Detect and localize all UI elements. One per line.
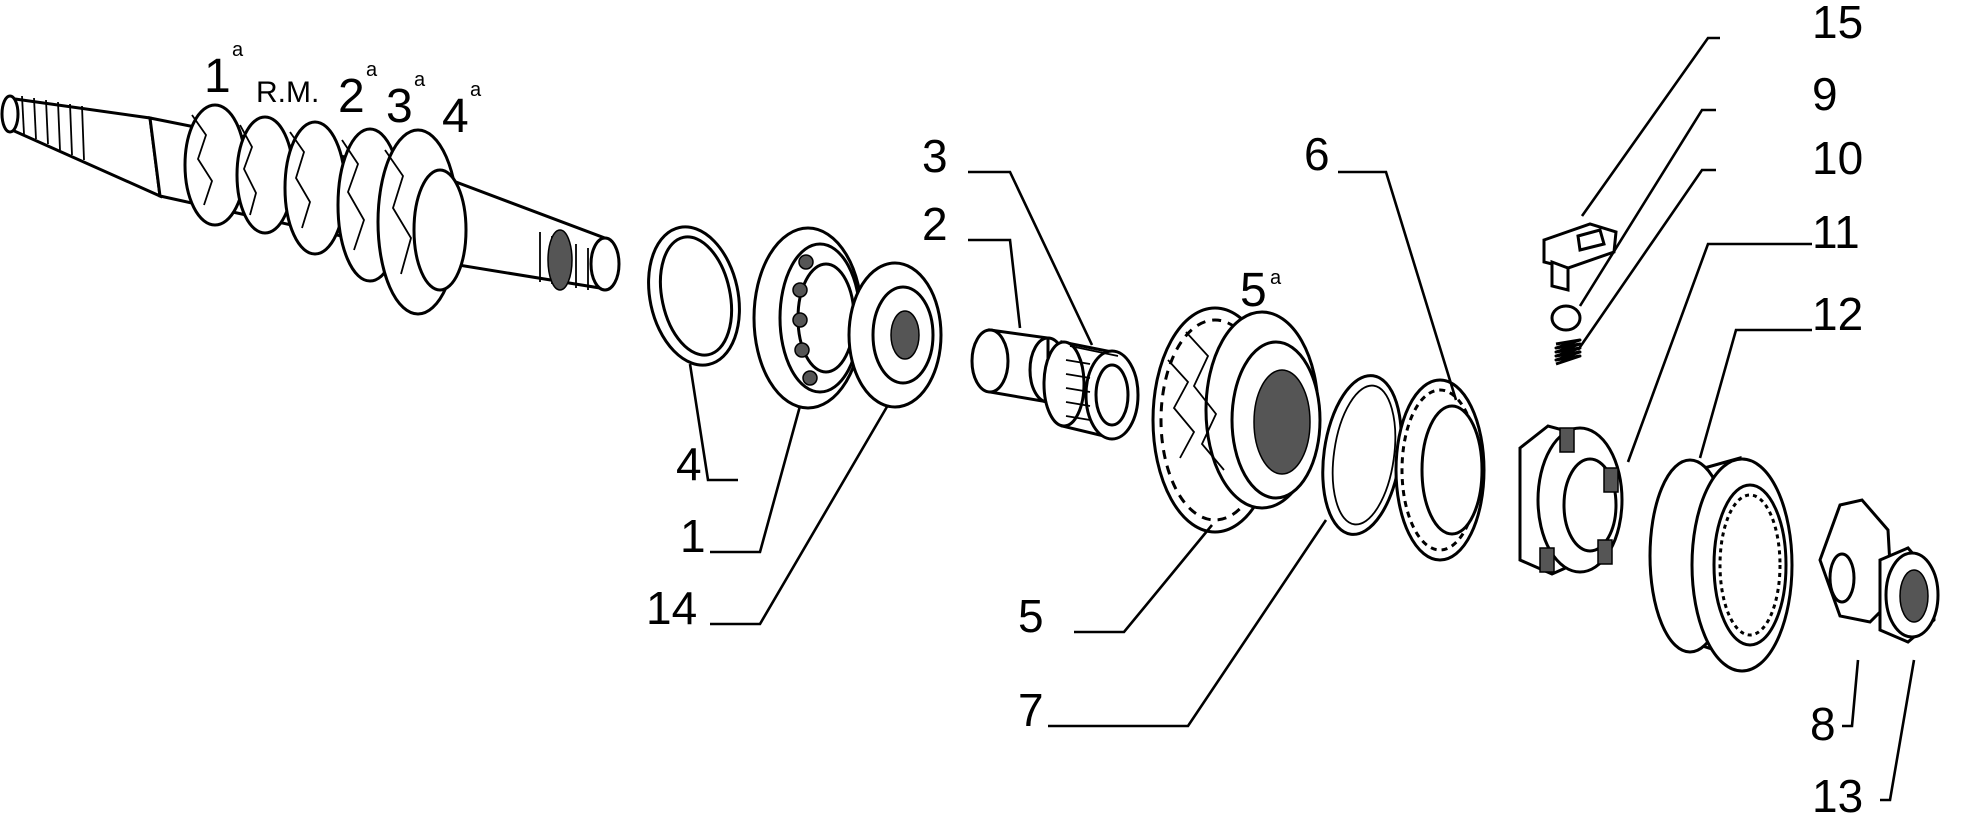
callout-7: 7	[1018, 684, 1044, 736]
label-fifth-gear: 5	[1240, 264, 1267, 317]
part-10-detent-spring	[1554, 338, 1582, 366]
label-reverse-gear: R.M.	[256, 76, 319, 109]
label-first-gear: 1	[204, 50, 231, 103]
part-5-fifth-gear	[1151, 306, 1322, 534]
part-4-snap-ring	[647, 225, 741, 367]
callout-11: 11	[1812, 206, 1860, 258]
callout-12: 12	[1812, 288, 1863, 340]
part-11-synchronizer-hub	[1518, 424, 1624, 576]
part-1-ball-bearing	[752, 226, 864, 410]
callout-9: 9	[1812, 68, 1838, 120]
part-9-detent-ball	[1550, 304, 1582, 332]
part-6-synchronizer-ring	[1394, 378, 1486, 562]
callout-leaders	[688, 36, 1916, 802]
part-13-nut	[1878, 546, 1940, 644]
callout-10: 10	[1812, 132, 1863, 184]
label-second-gear-sup: a	[366, 59, 378, 81]
callout-5: 5	[1018, 590, 1044, 642]
label-third-gear: 3	[386, 80, 413, 133]
callout-15: 15	[1812, 0, 1863, 48]
part-8-retaining-plate	[1818, 498, 1894, 624]
callout-13: 13	[1812, 770, 1863, 819]
part-15-detent-plate	[1542, 222, 1618, 292]
main-shaft	[0, 94, 621, 316]
part-3-needle-bearing	[1042, 340, 1140, 441]
part-12-sliding-sleeve	[1648, 456, 1794, 673]
part-14-spacer-ring	[847, 261, 943, 409]
callout-4: 4	[676, 438, 702, 490]
callout-1: 1	[680, 510, 706, 562]
callout-6: 6	[1304, 128, 1330, 180]
callout-14: 14	[646, 582, 697, 634]
callout-8: 8	[1810, 698, 1836, 750]
label-third-gear-sup: a	[414, 69, 426, 91]
label-fifth-gear-sup: a	[1270, 267, 1282, 289]
label-fourth-gear: 4	[442, 90, 469, 143]
callout-3: 3	[922, 130, 948, 182]
label-fourth-gear-sup: a	[470, 79, 482, 101]
callout-2: 2	[922, 198, 948, 250]
label-second-gear: 2	[338, 70, 365, 123]
part-2-bushing	[970, 328, 1068, 404]
label-first-gear-sup: a	[232, 39, 244, 61]
